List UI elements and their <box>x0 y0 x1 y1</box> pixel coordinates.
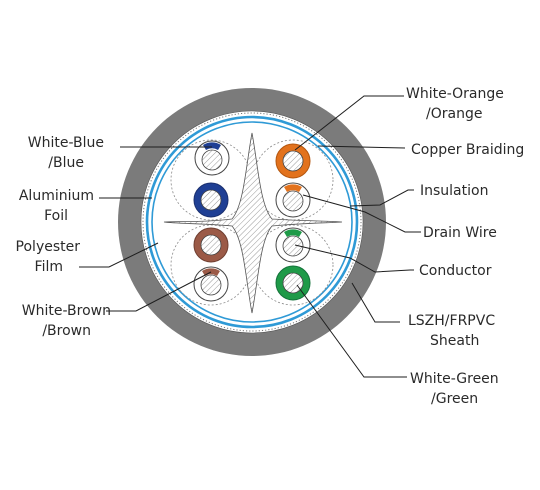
label-white-orange-line2: /Orange <box>426 106 482 122</box>
blue-conductor <box>193 182 229 218</box>
leader-white-brown <box>106 271 212 312</box>
white-orange-conductor <box>275 182 311 218</box>
label-white-brown-line2: /Brown <box>42 323 91 339</box>
copper-braiding-ring <box>142 112 362 332</box>
leader-white-green <box>296 284 407 378</box>
label-insulation: Insulation <box>420 183 488 199</box>
leader-copper-braiding <box>317 145 406 149</box>
leader-polyester-film <box>79 242 159 268</box>
label-aluminium-foil-line1: Aluminium <box>19 188 94 204</box>
label-conductor: Conductor <box>419 263 492 279</box>
cross-separator <box>163 132 343 314</box>
label-white-green-line2: /Green <box>431 391 478 407</box>
conductors <box>193 140 311 302</box>
label-white-brown-line1: White-Brown <box>22 303 111 319</box>
orange-conductor <box>275 143 311 179</box>
diagram-labels: White-Blue /Blue Aluminium Foil Polyeste… <box>16 86 525 407</box>
aluminium-foil-ring <box>145 115 359 329</box>
label-white-green-line1: White-Green <box>410 371 499 387</box>
label-sheath-line2: Sheath <box>430 333 479 349</box>
white-brown-conductor <box>193 266 229 302</box>
label-white-blue-line2: /Blue <box>48 155 84 171</box>
green-conductor <box>275 265 311 301</box>
label-polyester-film-line1: Polyester <box>16 239 81 255</box>
leader-insulation <box>349 189 414 207</box>
label-sheath-line1: LSZH/FRPVC <box>408 313 495 329</box>
leader-drain-wire <box>302 194 421 233</box>
leader-conductor <box>294 244 414 273</box>
label-polyester-film-line2: Film <box>35 259 63 275</box>
polyester-film-ring <box>151 121 353 323</box>
label-aluminium-foil-line2: Foil <box>44 208 68 224</box>
leader-sheath <box>351 282 400 323</box>
label-white-orange-line1: White-Orange <box>406 86 504 102</box>
label-copper-braiding: Copper Braiding <box>411 142 524 158</box>
leader-lines <box>79 95 421 378</box>
label-white-blue-line1: White-Blue <box>28 135 104 151</box>
label-drain-wire: Drain Wire <box>423 225 497 241</box>
white-blue-conductor <box>194 140 230 176</box>
brown-conductor <box>193 227 229 263</box>
white-green-conductor <box>275 227 311 263</box>
leader-white-orange <box>294 95 404 151</box>
